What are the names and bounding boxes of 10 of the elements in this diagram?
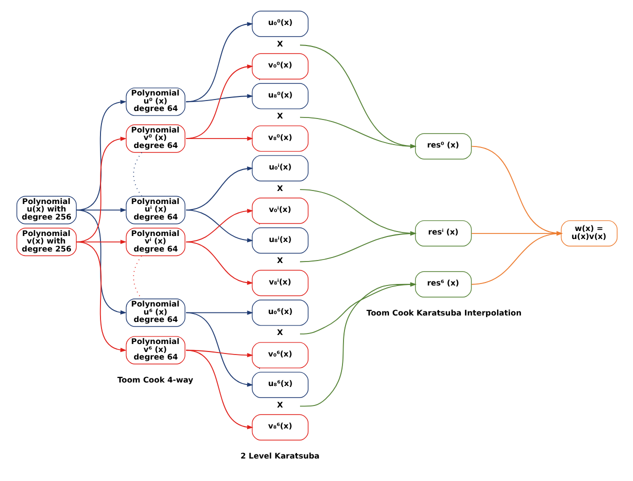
arrow (185, 136, 253, 141)
connector (132, 152, 142, 197)
arrow (185, 64, 253, 140)
arrow (185, 241, 253, 285)
arrow (75, 241, 126, 352)
arrow (75, 210, 126, 315)
arrow (185, 22, 253, 102)
arrow (185, 94, 253, 102)
arrow (185, 312, 253, 387)
arrow (185, 350, 253, 430)
